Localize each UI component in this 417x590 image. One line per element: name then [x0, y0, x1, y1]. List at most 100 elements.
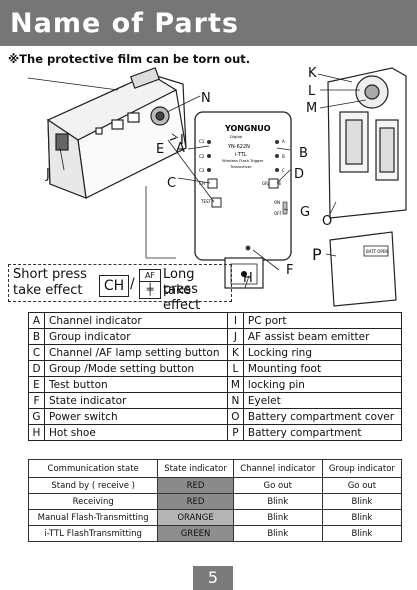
part-letter: H [28, 424, 45, 441]
callout-j: J [45, 167, 50, 182]
part-name: Power switch [44, 408, 228, 425]
front-view-device: YONGNUO Digital YN-622N i-TTL Wireless F… [194, 111, 292, 289]
status-cell: Blink [232, 493, 323, 510]
part-name: Test button [44, 376, 228, 393]
key-slash: / [130, 276, 135, 292]
desc-text-2: Transceiver [229, 164, 252, 169]
side-view-device [46, 67, 187, 199]
parts-illustration: YONGNUO Digital YN-622N i-TTL Wireless F… [27, 66, 407, 307]
status-header-cell: Group indicator [321, 459, 403, 478]
part-name: Battery compartment [242, 424, 403, 441]
callout-m: M [306, 101, 317, 116]
status-cell: Blink [321, 525, 403, 542]
state-indicator-cell: GREEN [157, 525, 234, 542]
status-cell: i-TTL FlashTransmitting [27, 525, 159, 542]
part-letter: P [226, 424, 244, 441]
ch-key-icon: CH [99, 275, 129, 297]
test-key-label: TEST [200, 199, 212, 204]
press-legend: Short press take effect CH / AF ╪ Long p… [8, 264, 232, 313]
status-header-cell: State indicator [157, 459, 234, 478]
af-key-label: AF [140, 270, 160, 282]
power-switch[interactable] [282, 201, 288, 215]
status-cell: Blink [321, 493, 403, 510]
status-cell: Blink [232, 509, 323, 526]
status-header-cell: Communication state [27, 459, 159, 478]
part-letter: I [226, 312, 244, 329]
status-header-cell: Channel indicator [232, 459, 323, 478]
header-bar: Name of Parts [0, 0, 417, 46]
status-cell: Blink [232, 525, 323, 542]
ch-label-1: C1 [199, 139, 205, 144]
callout-p: P [312, 245, 322, 264]
af-key-symbol: ╪ [146, 283, 154, 296]
part-letter: B [28, 328, 45, 345]
callout-e: E [156, 142, 164, 157]
state-led [245, 245, 251, 251]
brand-text: YONGNUO [224, 124, 271, 133]
part-name: AF assist beam emitter [242, 328, 403, 345]
short-press-line-2: take effect [13, 283, 83, 298]
group-led-c [275, 168, 279, 172]
callout-c: C [167, 176, 176, 191]
status-cell: Blink [321, 509, 403, 526]
part-letter: F [28, 392, 45, 409]
af-key-icon: AF ╪ [139, 269, 161, 299]
status-cell: Go out [321, 477, 403, 494]
status-cell: Stand by ( receive ) [27, 477, 159, 494]
part-name: Battery compartment cover [242, 408, 403, 425]
part-name: Group indicator [44, 328, 228, 345]
group-label-c: C [282, 168, 285, 173]
part-name: Eyelet [242, 392, 403, 409]
battery-open-label: BATT OPEN [366, 249, 388, 254]
test-button[interactable] [211, 197, 222, 208]
ch-led-1 [207, 140, 211, 144]
callout-o: O [322, 214, 332, 229]
part-letter: M [226, 376, 244, 393]
long-press-line-1: Long press [163, 267, 198, 297]
ch-label-2: C2 [199, 154, 205, 159]
callout-d: D [294, 167, 304, 182]
part-name: PC port [242, 312, 403, 329]
part-letter: C [28, 344, 45, 361]
part-name: Channel /AF lamp setting button [44, 344, 228, 361]
part-letter: G [28, 408, 45, 425]
part-letter: N [226, 392, 244, 409]
callout-n: N [201, 91, 211, 106]
part-name: Group /Mode setting button [44, 360, 228, 377]
on-label: ON [274, 200, 280, 205]
part-name: Hot shoe [44, 424, 228, 441]
part-letter: J [226, 328, 244, 345]
desc-text-1: Wireless Flash Trigger [222, 158, 264, 163]
callout-l: L [308, 84, 316, 99]
short-press-line-1: Short press [13, 267, 87, 282]
part-letter: D [28, 360, 45, 377]
film-note: ※The protective film can be torn out. [8, 52, 251, 66]
callout-f: F [286, 263, 293, 278]
status-cell: Go out [232, 477, 323, 494]
callout-b: B [299, 146, 308, 161]
ch-key-label: CH [199, 181, 205, 186]
part-letter: A [28, 312, 45, 329]
part-name: State indicator [44, 392, 228, 409]
ch-led-2 [207, 154, 211, 158]
state-indicator-cell: RED [157, 493, 234, 510]
channel-button[interactable] [207, 178, 218, 189]
part-name: Locking ring [242, 344, 403, 361]
callout-a: A [176, 141, 185, 156]
group-led-a [275, 140, 279, 144]
part-letter: O [226, 408, 244, 425]
callout-i: I [180, 133, 184, 148]
status-cell: Manual Flash-Transmitting [27, 509, 159, 526]
callout-g: G [300, 205, 310, 220]
group-mode-button[interactable] [268, 178, 279, 189]
off-label: OFF [274, 211, 282, 216]
part-letter: K [226, 344, 244, 361]
